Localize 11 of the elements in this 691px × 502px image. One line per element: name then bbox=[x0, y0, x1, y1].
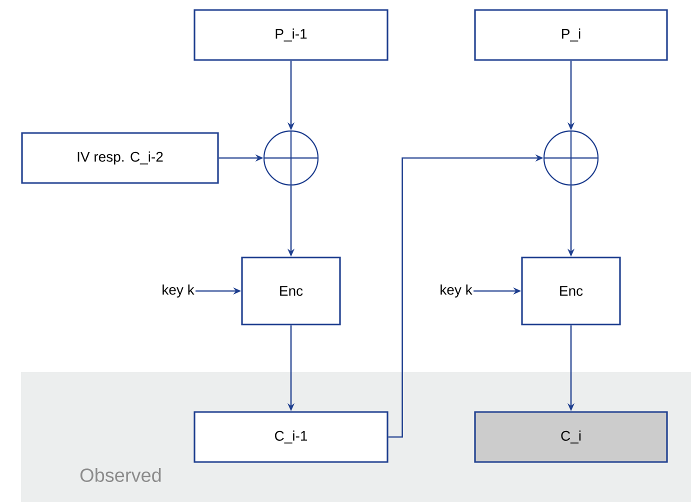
process-box: IV resp. C_i-2 bbox=[21, 132, 219, 184]
process-box: Enc bbox=[241, 256, 341, 326]
process-box: C_i bbox=[474, 411, 668, 463]
process-box: C_i-1 bbox=[194, 411, 388, 463]
xor-circle bbox=[543, 130, 599, 186]
process-box: P_i-1 bbox=[194, 9, 388, 61]
process-box: P_i bbox=[474, 9, 668, 61]
xor-circle bbox=[263, 130, 319, 186]
process-box: Enc bbox=[521, 256, 621, 326]
input-label: key k bbox=[440, 284, 472, 298]
input-label: key k bbox=[162, 284, 194, 298]
